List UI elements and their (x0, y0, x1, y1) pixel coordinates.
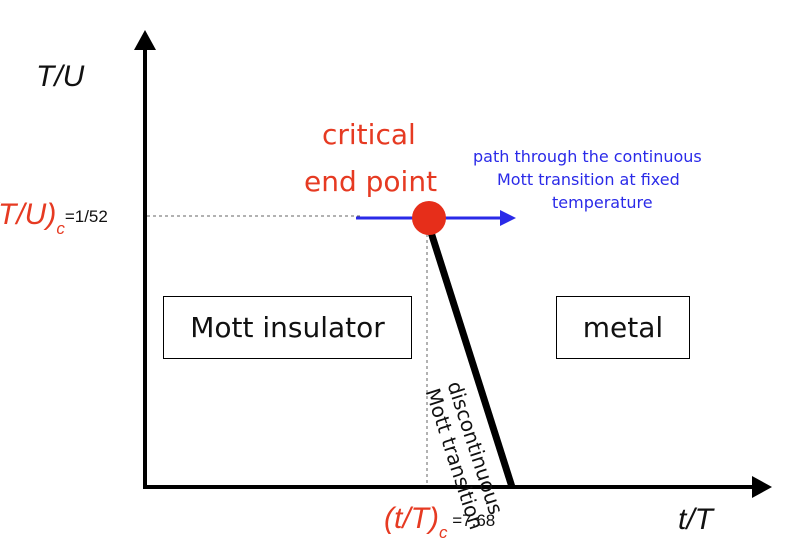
x-critical-subscript: c (438, 523, 448, 542)
metal-label: metal (582, 311, 664, 344)
y-critical-marker: (T/U)c=1/52 (0, 198, 108, 239)
x-axis-label: t/T (678, 503, 713, 536)
y-critical-value: =1/52 (64, 207, 108, 226)
y-critical-subscript: c (56, 219, 65, 238)
path-annotation-line1: path through the continuous (473, 147, 702, 166)
discontinuous-transition-line (425, 224, 516, 489)
mott-insulator-region-box: Mott insulator (163, 296, 412, 359)
path-annotation-line3: temperature (552, 193, 653, 212)
mott-insulator-label: Mott insulator (190, 311, 385, 344)
y-critical-main: (T/U) (0, 198, 57, 231)
x-critical-marker: (t/T)c =7.68 (384, 502, 495, 543)
x-axis-arrowhead (752, 476, 772, 498)
x-critical-main: (t/T) (384, 502, 439, 535)
critical-point-label-line2: end point (304, 165, 438, 198)
y-axis-arrowhead (134, 30, 156, 50)
critical-end-point-marker (412, 201, 446, 235)
constant-temperature-arrowhead (500, 210, 516, 226)
path-annotation-line2: Mott transition at fixed (497, 170, 680, 189)
y-axis-label: T/U (36, 60, 85, 93)
x-critical-value: =7.68 (447, 511, 496, 530)
metal-region-box: metal (556, 296, 690, 359)
critical-point-label-line1: critical (322, 118, 416, 151)
